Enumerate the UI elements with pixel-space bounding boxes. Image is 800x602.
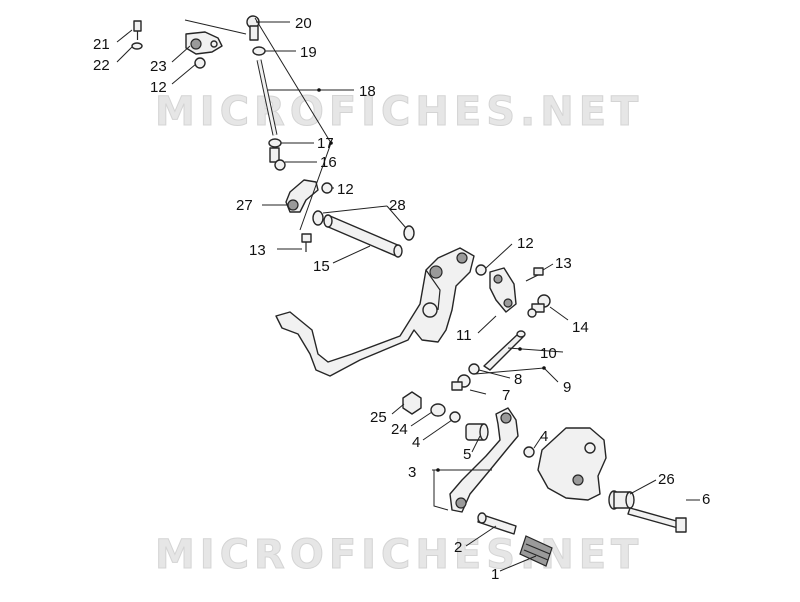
callout-6: 6 [702,491,710,508]
part-nut-19 [252,46,266,56]
callout-4-right: 4 [540,428,548,445]
callout-11: 11 [456,327,472,344]
callout-10: 10 [540,345,557,362]
callout-8: 8 [514,371,522,388]
part-bushing-26 [608,490,635,510]
callout-25: 25 [370,409,387,426]
part-gear-lever-3 [449,407,519,513]
callout-22: 22 [93,57,110,74]
part-bushing-5 [465,423,489,441]
callout-2: 2 [454,539,462,556]
part-ball-joint-7 [451,374,471,391]
part-rear-bracket [537,427,607,501]
part-nut-12-right [475,264,487,276]
callout-28: 28 [389,197,406,214]
callout-13-left: 13 [249,242,266,259]
watermark-top: MICROFICHES.NET [155,89,643,135]
part-ball-joint-20 [246,15,260,41]
callout-21: 21 [93,36,110,53]
callout-23: 23 [150,58,167,75]
callout-5: 5 [463,446,471,463]
callout-1: 1 [491,566,499,583]
part-washer-28-left [312,210,324,226]
part-pin-2 [477,512,517,535]
part-lever-27 [285,179,319,213]
watermark-bottom: MICROFICHES.NET [155,532,643,578]
part-nut-12-top [194,57,206,69]
part-ball-joint-14 [527,294,551,318]
part-nut-25 [402,391,422,415]
callout-4-left: 4 [412,434,420,451]
callout-15: 15 [313,258,330,275]
part-bolt-13-left [301,233,312,252]
leader-lines [116,17,700,572]
part-washer-22 [131,42,143,50]
part-bracket-23 [185,31,223,55]
callout-14: 14 [572,319,589,336]
part-nut-12-middle [321,182,333,194]
part-bolt-13-right [525,267,544,282]
part-shaft-15 [323,214,403,258]
part-nut-17 [268,138,282,148]
callout-18: 18 [359,83,376,100]
part-nut-8 [468,363,480,375]
leader-dots [317,88,546,472]
callout-17: 17 [317,135,334,152]
part-rubber-pad-1 [519,535,553,567]
callout-27: 27 [236,197,253,214]
callout-7: 7 [502,387,510,404]
part-footrest-bracket [275,247,475,377]
callout-12-top: 12 [150,79,167,96]
part-washer-28-right [403,225,415,241]
part-rod-18 [256,59,278,136]
part-washer-4-right [523,446,535,458]
part-rod-10 [483,330,526,371]
callout-20: 20 [295,15,312,32]
callout-12-middle: 12 [337,181,354,198]
part-bolt-21 [133,20,142,40]
callout-16: 16 [320,154,337,171]
callout-12-right: 12 [517,235,534,252]
callout-26: 26 [658,471,675,488]
part-lever-11 [489,267,517,313]
callout-13-right: 13 [555,255,572,272]
part-ball-joint-16 [269,147,286,171]
part-washer-4-left [449,411,461,423]
callout-19: 19 [300,44,317,61]
callout-9: 9 [563,379,571,396]
callout-3: 3 [408,464,416,481]
callout-24: 24 [391,421,408,438]
part-bolt-6 [627,507,687,533]
part-washer-24 [430,403,446,417]
